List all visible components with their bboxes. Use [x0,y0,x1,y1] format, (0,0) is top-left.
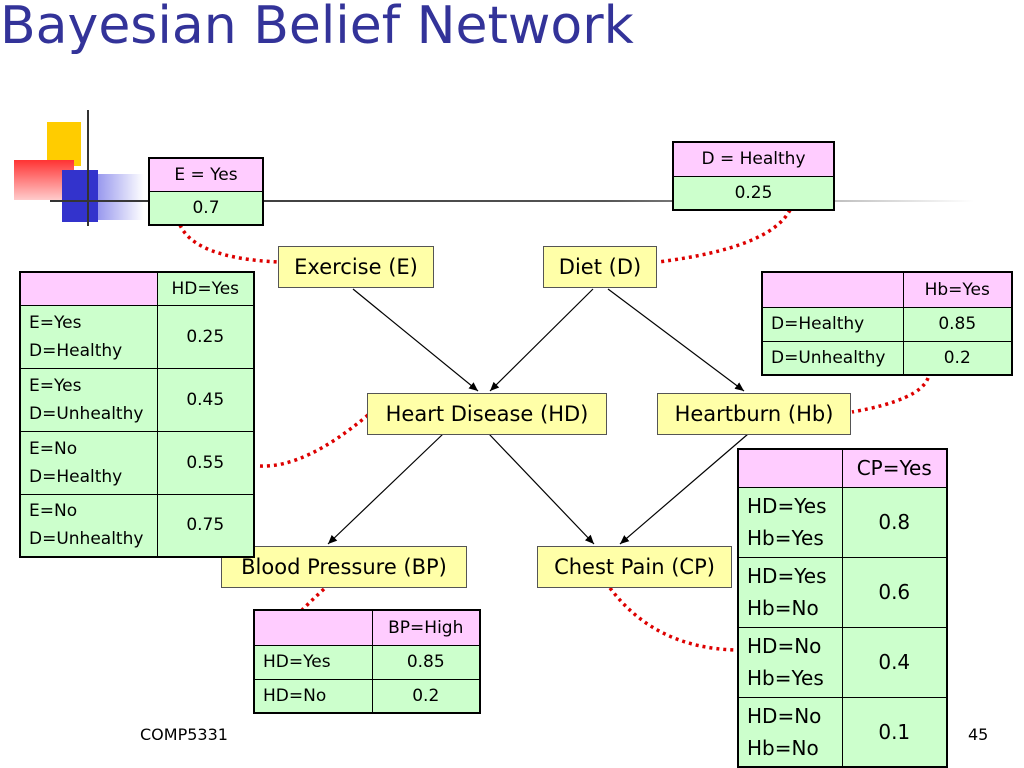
table-diet-prior: D = Healthy 0.25 [672,141,835,211]
edge-diet-heartburn [607,288,745,392]
table-value: 0.45 [156,367,255,432]
link-hb-table-heartburn [851,377,930,414]
table-corner [253,609,373,646]
table-value: 0.7 [148,190,264,226]
page-title: Bayesian Belief Network [0,0,634,56]
table-value: 0.85 [902,306,1013,342]
condition-label: Hb=Yes [747,666,824,690]
table-heartburn-cpt: Hb=Yes D=Healthy 0.85 D=Unhealthy 0.2 [761,271,1013,376]
condition-label: D=Healthy [29,340,123,361]
condition-label: E=Yes [29,375,82,396]
condition-label: D=Healthy [29,466,123,487]
condition-label: Hb=Yes [747,526,824,550]
blue-fade-decoration [98,174,144,220]
condition-label: HD=Yes [747,564,827,588]
table-value: 0.1 [841,696,948,768]
table-value: 0.85 [371,644,481,680]
table-value: 0.2 [371,678,481,714]
footer-course: COMP5331 [140,725,228,744]
condition-label: E=Yes [29,312,82,333]
condition-label: HD=No [253,678,373,714]
condition-label: HD=No [747,634,822,658]
table-value: 0.2 [902,340,1013,376]
table-header: BP=High [371,609,481,646]
table-corner [761,271,904,308]
table-corner [737,448,843,488]
table-value: 0.25 [156,304,255,369]
edge-exercise-heart-disease [352,288,479,392]
table-row: HD=No 0.2 [253,678,481,714]
vertical-line-decoration [87,110,89,226]
horizontal-line-decoration [50,200,974,202]
condition-label: D=Unhealthy [761,340,904,376]
condition-label: E=No [29,501,78,522]
table-row: D=Unhealthy 0.2 [761,340,1013,376]
table-value: 0.8 [841,486,948,558]
condition-label: D=Unhealthy [29,529,144,550]
condition-label: Hb=No [747,596,819,620]
link-cp-table-chest-pain [608,586,737,652]
node-diet: Diet (D) [543,246,657,288]
link-hd-table-heart-disease [259,413,370,468]
node-chest-pain: Chest Pain (CP) [537,546,732,588]
edge-heart-disease-blood-pressure [327,433,444,545]
table-value: 0.25 [672,175,835,211]
table-header: E = Yes [148,157,264,192]
condition-label: D=Healthy [761,306,904,342]
table-blood-pressure-cpt: BP=High HD=Yes 0.85 HD=No 0.2 [253,609,481,714]
condition-label: E=No [29,438,78,459]
table-row: HD=Yes 0.85 [253,644,481,680]
yellow-square-decoration [47,122,81,166]
node-heartburn: Heartburn (Hb) [657,393,851,435]
condition-label: D=Unhealthy [29,403,144,424]
blue-square-decoration [62,170,98,222]
condition-label: HD=Yes [253,644,373,680]
condition-label: Hb=No [747,735,819,760]
table-value: 0.4 [841,626,948,698]
edge-heart-disease-chest-pain [488,433,595,545]
edge-diet-heart-disease [489,288,594,392]
node-exercise: Exercise (E) [278,246,434,288]
edge-heartburn-chest-pain [619,433,749,545]
condition-label: HD=No [747,703,822,728]
table-row: D=Healthy 0.85 [761,306,1013,342]
table-value: 0.55 [156,430,255,495]
link-bp-table-blood-pressure [300,587,326,612]
table-header: Hb=Yes [902,271,1013,308]
table-exercise-prior: E = Yes 0.7 [148,157,264,226]
condition-label: HD=Yes [747,494,827,518]
node-heart-disease: Heart Disease (HD) [367,393,607,435]
table-header: D = Healthy [672,141,835,177]
table-header: CP=Yes [841,448,948,488]
link-d-table-diet [657,209,792,264]
table-value: 0.75 [156,493,255,558]
table-value: 0.6 [841,556,948,628]
footer-page-number: 45 [968,725,989,744]
table-corner [19,271,158,306]
node-blood-pressure: Blood Pressure (BP) [221,546,467,588]
table-header: HD=Yes [156,271,255,306]
link-e-table-exercise [178,224,279,264]
